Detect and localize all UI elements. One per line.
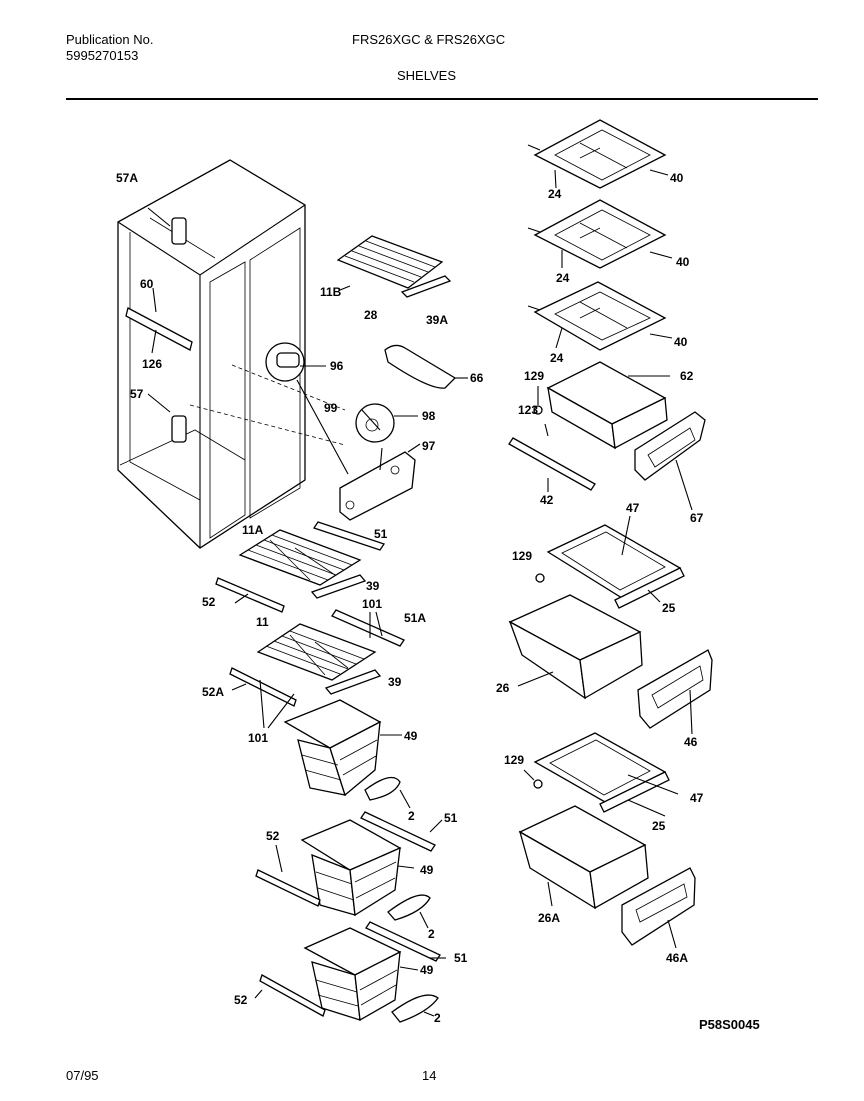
- callout-42: 42: [540, 493, 554, 507]
- callout-40: 40: [674, 335, 688, 349]
- callout-57: 57: [130, 387, 144, 401]
- section-title: SHELVES: [397, 68, 457, 83]
- callout-96: 96: [330, 359, 344, 373]
- figure-id: P58S0045: [699, 1017, 760, 1032]
- callout-129: 129: [524, 369, 544, 383]
- callout-52: 52: [202, 595, 216, 609]
- publication-number: 5995270153: [66, 48, 139, 63]
- callout-52: 52: [266, 829, 280, 843]
- callout-39: 39: [388, 675, 402, 689]
- callout-62: 62: [680, 369, 694, 383]
- callout-11: 11: [256, 615, 269, 629]
- callout-51A: 51A: [404, 611, 426, 625]
- callout-97: 97: [422, 439, 436, 453]
- callout-67: 67: [690, 511, 704, 525]
- callout-66: 66: [470, 371, 484, 385]
- callout-98: 98: [422, 409, 436, 423]
- callout-2: 2: [408, 809, 415, 823]
- callout-24: 24: [548, 187, 562, 201]
- callout-101: 101: [248, 731, 268, 745]
- callout-2: 2: [428, 927, 435, 941]
- callout-129: 129: [504, 753, 524, 767]
- callout-24: 24: [550, 351, 564, 365]
- callout-39A: 39A: [426, 313, 448, 327]
- callout-11A: 11A: [242, 523, 264, 537]
- callout-47: 47: [690, 791, 704, 805]
- callout-24: 24: [556, 271, 570, 285]
- freezer-parts: [215, 235, 468, 1023]
- callout-126: 126: [142, 357, 162, 371]
- callout-51: 51: [374, 527, 388, 541]
- header-rule: [66, 98, 818, 100]
- callout-60: 60: [140, 277, 154, 291]
- callout-39: 39: [366, 579, 380, 593]
- callout-123: 123: [518, 403, 538, 417]
- callout-49: 49: [404, 729, 418, 743]
- callout-47: 47: [626, 501, 640, 515]
- callout-52: 52: [234, 993, 248, 1007]
- callout-52A: 52A: [202, 685, 224, 699]
- callout-40: 40: [676, 255, 690, 269]
- footer-date: 07/95: [66, 1068, 99, 1083]
- callout-51: 51: [454, 951, 468, 965]
- callout-46: 46: [684, 735, 698, 749]
- callout-11B: 11B: [320, 285, 342, 299]
- callout-labels: 57A 60 126 57 11B 28 39A 96 66 99 98 97 …: [116, 171, 704, 1025]
- callout-40: 40: [670, 171, 684, 185]
- callout-99: 99: [324, 401, 338, 415]
- callout-49: 49: [420, 863, 434, 877]
- callout-26: 26: [496, 681, 510, 695]
- callout-26A: 26A: [538, 911, 560, 925]
- publication-label: Publication No.: [66, 32, 154, 47]
- callout-57A: 57A: [116, 171, 138, 185]
- callout-101: 101: [362, 597, 382, 611]
- page-number: 14: [422, 1068, 437, 1083]
- callout-28: 28: [364, 308, 378, 322]
- callout-2: 2: [434, 1011, 441, 1025]
- callout-25: 25: [662, 601, 676, 615]
- callout-46A: 46A: [666, 951, 688, 965]
- cabinet-drawing: [117, 159, 346, 549]
- model-numbers: FRS26XGC & FRS26XGC: [352, 32, 506, 47]
- callout-129: 129: [512, 549, 532, 563]
- callout-51: 51: [444, 811, 458, 825]
- callout-25: 25: [652, 819, 666, 833]
- callout-49: 49: [420, 963, 434, 977]
- fresh-food-parts: [508, 119, 713, 949]
